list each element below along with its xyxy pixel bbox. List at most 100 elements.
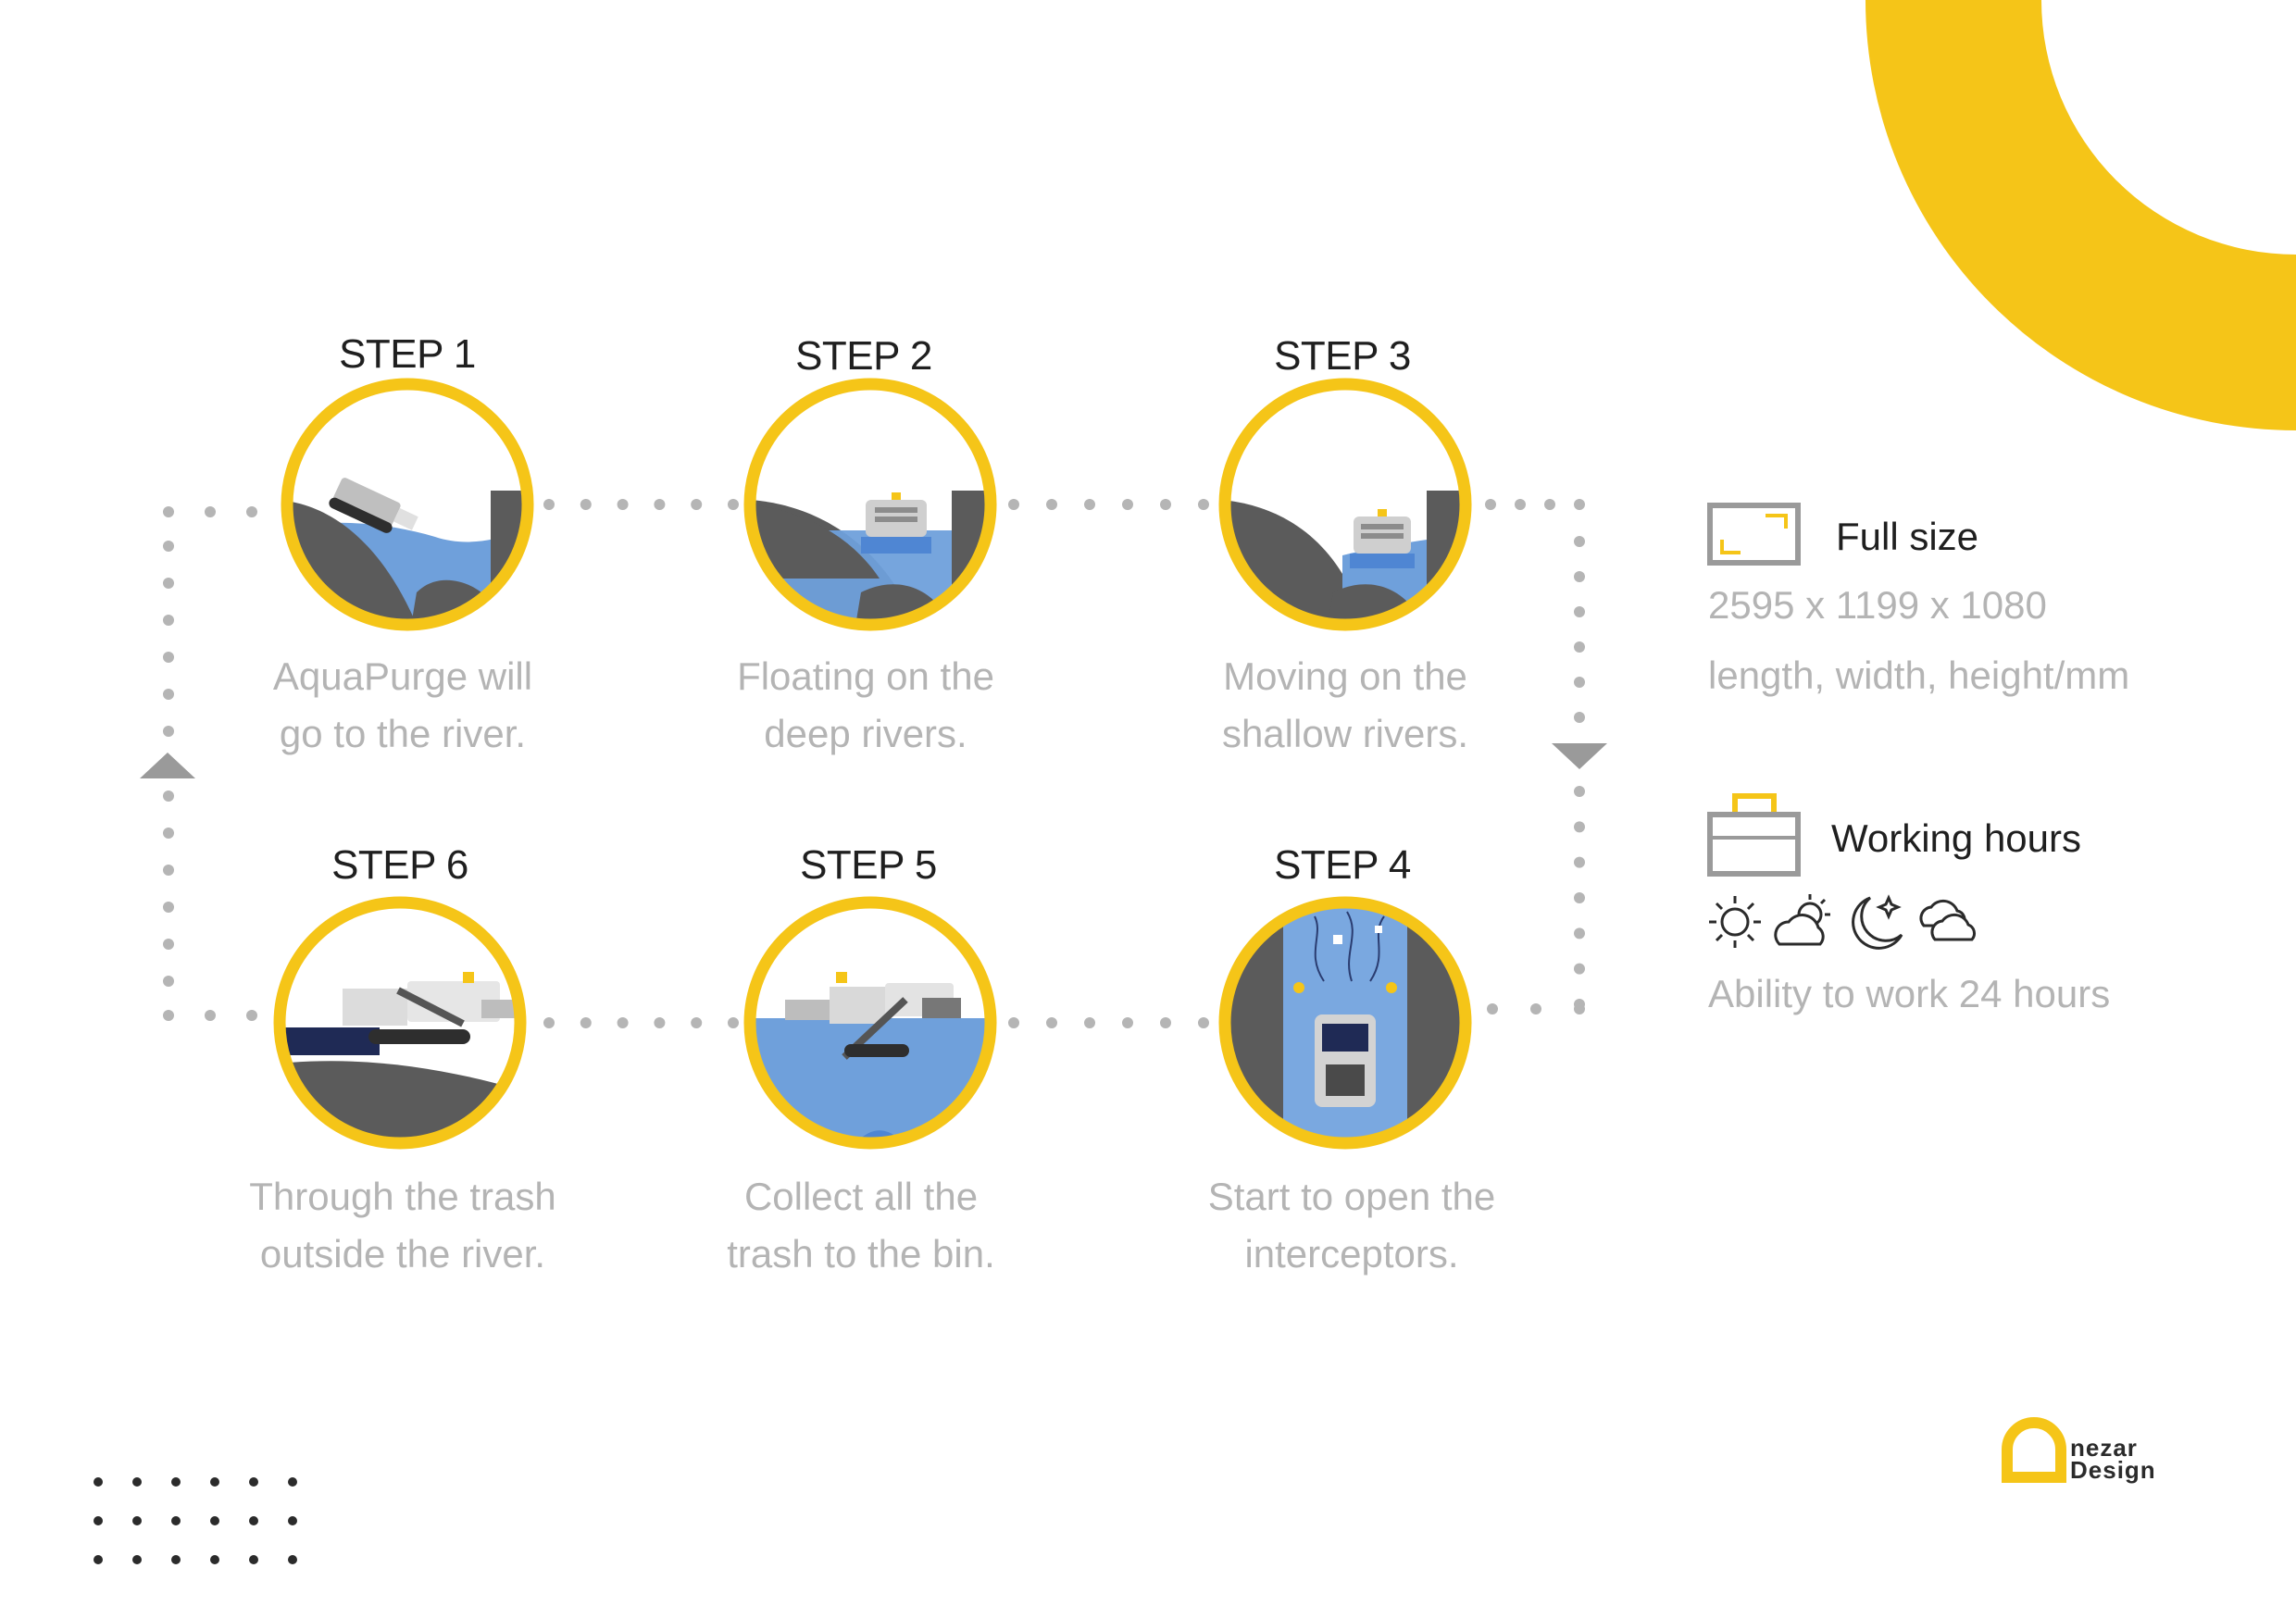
grid-dot [249,1555,258,1564]
path-dot [1515,499,1526,510]
step-5-illustration [743,896,997,1150]
path-dot [1574,499,1585,510]
corner-arc [1866,0,2296,430]
grid-dot [288,1477,297,1487]
step-4-illustration [1218,896,1472,1150]
working-hours-title: Working hours [1831,816,2082,860]
path-dot [1160,1017,1171,1028]
logo-text-line-1: nezar [2070,1434,2138,1462]
path-dot [654,1017,666,1028]
decorative-dot-grid [94,1477,297,1564]
path-dot [246,1010,257,1021]
step-1-description-line-1: AquaPurge will [272,654,533,698]
path-dot [1485,499,1496,510]
grid-dot [132,1477,142,1487]
flow-arrow-down [1552,743,1607,769]
step-3-description-line-2: shallow rivers. [1221,712,1469,755]
clouds-icon [1919,899,1977,941]
path-dot [163,652,174,663]
path-dot [163,790,174,802]
step-1-description: AquaPurge will go to the river. [162,648,643,763]
path-dot [543,499,555,510]
path-dot [1198,499,1209,510]
path-dot [1574,963,1585,975]
grid-dot [288,1555,297,1564]
briefcase-icon [1707,793,1801,877]
grid-dot [94,1555,103,1564]
flow-arrow-up [140,753,195,778]
step-6-title: STEP 6 [331,842,468,888]
path-dot [728,1017,739,1028]
grid-dot [210,1516,219,1525]
logo-text-line-2: Design [2070,1456,2156,1484]
path-dot [728,499,739,510]
path-dot [163,615,174,626]
grid-dot [94,1477,103,1487]
step-2-title: STEP 2 [795,333,932,379]
step-5-description: Collect all the trash to the bin. [620,1168,1102,1283]
partly-cloudy-icon [1774,894,1830,946]
path-dot [1084,1017,1095,1028]
step-6-description-line-2: outside the river. [259,1232,546,1276]
step-6-illustration [273,896,527,1150]
path-dot [1008,1017,1019,1028]
path-dot [1574,536,1585,547]
step-1-description-line-2: go to the river. [279,712,527,755]
full-size-dimensions: 2595 x 1199 x 1080 [1708,583,2047,627]
grid-dot [132,1555,142,1564]
sun-icon [1709,896,1761,948]
path-dot [580,1017,592,1028]
step-3-title: STEP 3 [1274,333,1411,379]
grid-dot [171,1516,181,1525]
step-2-illustration [743,378,997,631]
frame-icon [1707,503,1801,566]
step-4-title: STEP 4 [1274,842,1411,888]
grid-dot [94,1516,103,1525]
path-dot [205,506,216,517]
path-dot [580,499,592,510]
step-4-description: Start to open the interceptors. [1111,1168,1592,1283]
path-dot [1122,1017,1133,1028]
grid-dot [249,1516,258,1525]
path-dot [1046,499,1057,510]
path-dot [1574,571,1585,582]
path-dot [617,499,629,510]
grid-dot [171,1477,181,1487]
path-dot [1574,856,1585,868]
grid-dot [249,1477,258,1487]
path-dot [163,1010,174,1021]
full-size-title: Full size [1836,515,1979,558]
grid-dot [171,1555,181,1564]
path-dot [543,1017,555,1028]
flow-path-dots [163,499,1585,1028]
path-dot [654,499,666,510]
path-dot [163,578,174,589]
path-dot [1574,677,1585,688]
working-hours-note: Ability to work 24 hours [1708,972,2111,1015]
path-dot [1574,821,1585,833]
grid-dot [132,1516,142,1525]
step-2-description: Floating on the deep rivers. [625,648,1106,763]
step-1-illustration [281,378,534,631]
path-dot [1530,1003,1541,1014]
path-dot [1487,1003,1498,1014]
step-3-illustration [1218,378,1472,631]
step-6-description: Through the trash outside the river. [162,1168,643,1283]
path-dot [163,902,174,913]
step-5-description-line-2: trash to the bin. [727,1232,995,1276]
step-5-title: STEP 5 [800,842,937,888]
grid-dot [210,1477,219,1487]
path-dot [163,865,174,876]
step-4-description-line-2: interceptors. [1244,1232,1459,1276]
path-dot [1574,641,1585,653]
path-dot [163,506,174,517]
grid-dot [288,1516,297,1525]
path-dot [163,541,174,552]
step-6-description-line-1: Through the trash [249,1175,556,1218]
logo-mark [2002,1417,2066,1483]
path-dot [163,726,174,737]
path-dot [205,1010,216,1021]
path-dot [163,689,174,700]
step-4-description-line-1: Start to open the [1207,1175,1496,1218]
path-dot [691,1017,703,1028]
